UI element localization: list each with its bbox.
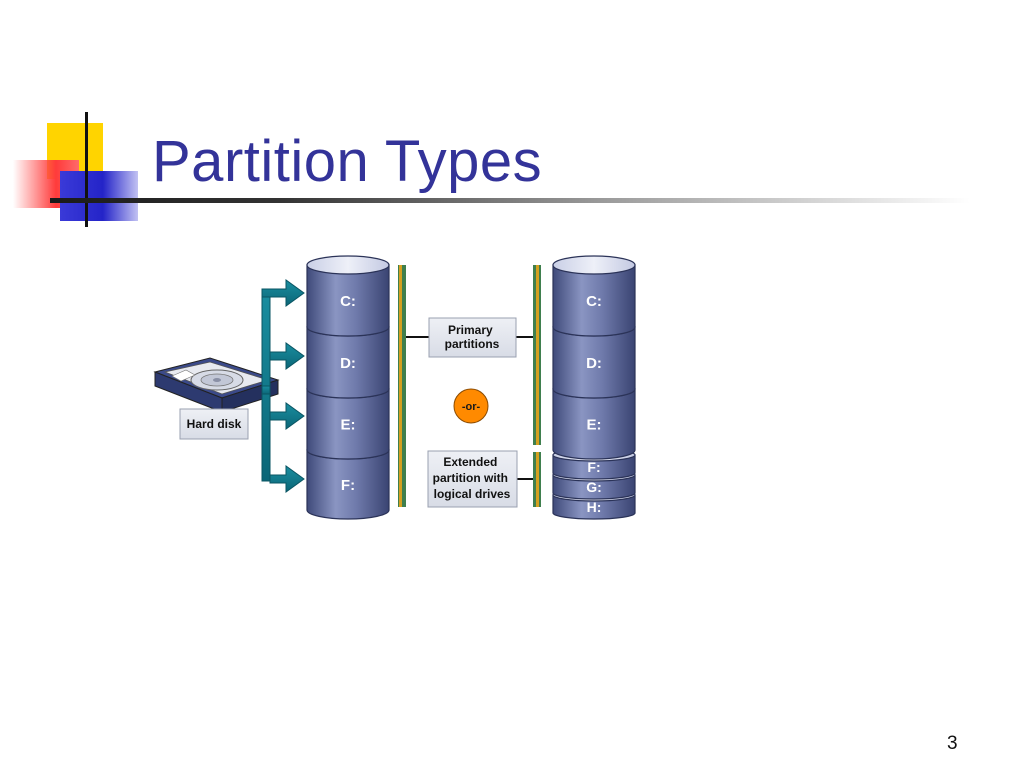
partition-label: F:: [587, 459, 600, 475]
page-number: 3: [947, 733, 958, 754]
partition-body: [552, 388, 636, 460]
or-badge: [453, 388, 489, 424]
partition-label: E:: [341, 416, 356, 433]
or-label: -or-: [462, 401, 481, 413]
partition-label: D:: [340, 355, 356, 372]
primary-label-line-2: partitions: [445, 337, 500, 351]
logo-vertical-line: [85, 112, 88, 227]
logo-blue-square: [60, 171, 138, 221]
partition-body: [552, 326, 636, 399]
disk-partition: C:: [306, 255, 390, 337]
partition-body: [552, 454, 636, 480]
partition-body: [306, 264, 390, 337]
title-underline: [50, 198, 970, 203]
extended-label-box: [427, 450, 518, 508]
partition-label: E:: [587, 416, 602, 433]
partition-top: [306, 255, 390, 275]
partition-label: H:: [587, 499, 602, 515]
left-disk-stack: F: E: D: C:: [306, 255, 390, 520]
extended-label-line-3: logical drives: [434, 487, 511, 501]
partition-body: [552, 494, 636, 520]
extended-label-line-2: partition with: [433, 471, 508, 485]
primary-bracket: [398, 265, 406, 507]
right-disk-stack: H: G: F: E: D: C:: [552, 255, 636, 520]
partition-label: C:: [340, 293, 356, 310]
slide-title: Partition Types: [152, 129, 543, 194]
partition-label: G:: [586, 479, 602, 495]
extended-label: Extended partition with logical drives: [433, 455, 512, 501]
partition-label: F:: [341, 477, 355, 494]
partition-body: [306, 388, 390, 460]
primary-label-line-1: Primary: [448, 323, 493, 337]
partition-arrows: [261, 279, 305, 493]
partition-body: [552, 264, 636, 337]
hard-disk-icon: [153, 357, 280, 413]
hard-disk-label: Hard disk: [187, 417, 242, 431]
partition-top: [552, 255, 636, 275]
partition-body: [306, 449, 390, 520]
partition-body: [552, 474, 636, 500]
primary-label-box: [428, 317, 517, 358]
hard-disk-label-box: [179, 408, 249, 440]
extended-label-line-1: Extended: [443, 455, 497, 469]
partition-label: D:: [586, 355, 602, 372]
right-bracket: [533, 265, 541, 507]
partition-label: C:: [586, 293, 602, 310]
partition-body: [306, 326, 390, 399]
disk-partition: C:: [552, 255, 636, 337]
primary-label: Primary partitions: [445, 323, 500, 351]
